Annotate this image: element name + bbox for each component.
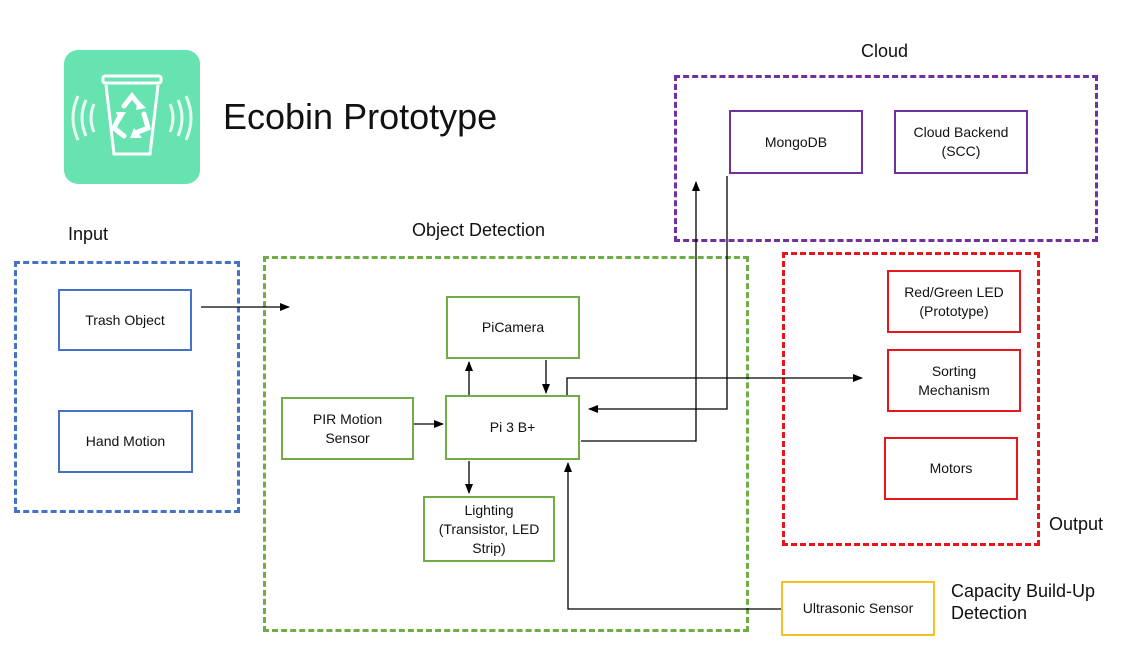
motors-box: Motors bbox=[884, 437, 1018, 500]
pir-motion-sensor-text: PIR Motion Sensor bbox=[312, 410, 383, 446]
cloud-backend-text: Cloud Backend (SCC) bbox=[913, 124, 1009, 159]
object-detection-group bbox=[263, 256, 749, 632]
lighting-text: Lighting (Transistor, LED Strip) bbox=[438, 501, 540, 556]
sorting-mechanism-box: Sorting Mechanism bbox=[887, 349, 1021, 412]
ultrasonic-sensor-box: Ultrasonic Sensor bbox=[781, 581, 935, 636]
trash-object-box: Trash Object bbox=[58, 289, 192, 351]
ecobin-logo bbox=[64, 50, 200, 184]
recycle-bin-icon bbox=[64, 50, 200, 184]
mongodb-text: MongoDB bbox=[764, 133, 828, 150]
cloud-group bbox=[674, 75, 1098, 242]
cloud-label: Cloud bbox=[861, 41, 909, 61]
picamera-text: PiCamera bbox=[481, 319, 545, 335]
output-group bbox=[782, 252, 1040, 546]
red-green-led-text: Red/Green LED (Prototype) bbox=[904, 283, 1004, 319]
ultrasonic-sensor-text: Ultrasonic Sensor bbox=[802, 600, 914, 616]
cloud-backend-box: Cloud Backend (SCC) bbox=[894, 110, 1028, 174]
sorting-mechanism-text: Sorting Mechanism bbox=[918, 362, 990, 398]
picamera-box: PiCamera bbox=[446, 296, 580, 359]
hand-motion-box: Hand Motion bbox=[58, 410, 193, 473]
capacity-label: Capacity Build-Up Detection bbox=[951, 581, 1096, 623]
lighting-box: Lighting (Transistor, LED Strip) bbox=[423, 496, 555, 562]
pi3-box: Pi 3 B+ bbox=[445, 395, 580, 460]
red-green-led-box: Red/Green LED (Prototype) bbox=[887, 270, 1021, 333]
mongodb-box: MongoDB bbox=[729, 110, 863, 174]
input-label: Input bbox=[68, 224, 109, 244]
page-title: Ecobin Prototype bbox=[223, 96, 498, 137]
pir-motion-sensor-box: PIR Motion Sensor bbox=[281, 397, 414, 460]
trash-object-text: Trash Object bbox=[85, 311, 165, 328]
input-group bbox=[14, 261, 240, 513]
pi3-text: Pi 3 B+ bbox=[489, 419, 536, 435]
motors-text: Motors bbox=[929, 460, 973, 476]
object-detection-label: Object Detection bbox=[412, 220, 546, 240]
hand-motion-text: Hand Motion bbox=[85, 433, 166, 449]
output-label: Output bbox=[1049, 514, 1104, 534]
